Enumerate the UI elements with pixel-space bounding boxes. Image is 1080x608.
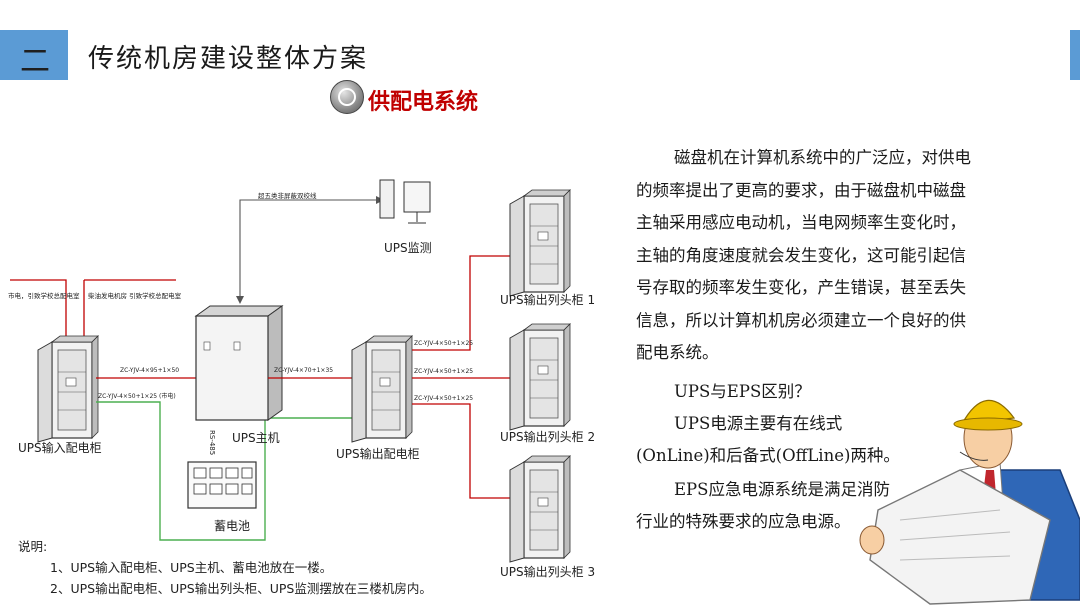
section-number: 二 bbox=[20, 44, 50, 79]
ups-type-line-1: UPS电源主要有在线式 bbox=[674, 414, 843, 433]
column-cabinet-2-label: UPS输出列头柜 2 bbox=[500, 429, 595, 444]
notes-title: 说明: bbox=[18, 539, 48, 554]
cable-out-2: ZC-YJV-4×50+1×25 bbox=[414, 368, 473, 375]
notes: 说明: 1、UPS输入配电柜、UPS主机、蓄电池放在一楼。 2、UPS输出配电柜… bbox=[18, 536, 432, 599]
column-cabinet-1-label: UPS输出列头柜 1 bbox=[500, 292, 595, 307]
column-cabinet-3-label: UPS输出列头柜 3 bbox=[500, 564, 595, 579]
eps-line-2: 行业的特殊要求的应急电源。 bbox=[636, 512, 851, 531]
monitor-label: UPS监测 bbox=[384, 241, 432, 255]
cable-main: ZC-YJV-4×70+1×35 bbox=[274, 367, 333, 374]
column-cabinet-1-figure bbox=[509, 189, 571, 297]
ups-host-figure bbox=[195, 315, 269, 421]
note-2: 2、UPS输出配电柜、UPS输出列头柜、UPS监测摆放在三楼机房内。 bbox=[50, 581, 432, 596]
section-number-box bbox=[0, 30, 68, 80]
monitor-screen bbox=[403, 181, 431, 213]
cable-out-1: ZC-YJV-4×50+1×25 bbox=[414, 340, 473, 347]
monitor-cable-label: 超五类非屏蔽双绞线 bbox=[258, 191, 317, 200]
engineer-illustration bbox=[859, 399, 1080, 605]
ups-type-line-2: (OnLine)和后备式(OffLine)两种。 bbox=[636, 446, 900, 465]
description-paragraph: 磁盘机在计算机系统中的广泛应，对供电的频率提出了更高的要求，由于磁盘机中磁盘主轴… bbox=[636, 148, 971, 362]
ups-port-label: RS-485 bbox=[208, 430, 216, 455]
output-cabinet-figure bbox=[351, 335, 413, 443]
input-cabinet-label: UPS输入配电柜 bbox=[18, 440, 102, 455]
section-subtitle: 供配电系统 bbox=[368, 89, 479, 115]
header-right-bar bbox=[1070, 30, 1080, 80]
page-title: 传统机房建设整体方案 bbox=[88, 44, 369, 74]
monitor-pc-tower bbox=[379, 179, 395, 219]
cable-in-2: ZC-YJV-4×50+1×25 (市电) bbox=[98, 392, 176, 400]
column-cabinet-3-figure bbox=[509, 455, 571, 563]
globe-icon bbox=[330, 80, 364, 114]
ups-host-label: UPS主机 bbox=[232, 431, 280, 445]
eps-line-1: EPS应急电源系统是满足消防 bbox=[674, 480, 890, 499]
output-cabinet-label: UPS输出配电柜 bbox=[336, 446, 420, 461]
input-cabinet-figure bbox=[37, 335, 99, 443]
cable-in-1: ZC-YJV-4×95+1×50 bbox=[120, 367, 179, 374]
battery-label: 蓄电池 bbox=[214, 519, 250, 533]
column-cabinet-2-figure bbox=[509, 323, 571, 431]
note-1: 1、UPS输入配电柜、UPS主机、蓄电池放在一楼。 bbox=[50, 560, 333, 575]
cable-out-3: ZC-YJV-4×50+1×25 bbox=[414, 395, 473, 402]
question-line: UPS与EPS区别？ bbox=[674, 382, 811, 401]
source-label-2: 柴油发电机房 引致学校总配电室 bbox=[88, 291, 182, 300]
source-label-1: 市电，引致学校总配电室 bbox=[8, 291, 80, 300]
